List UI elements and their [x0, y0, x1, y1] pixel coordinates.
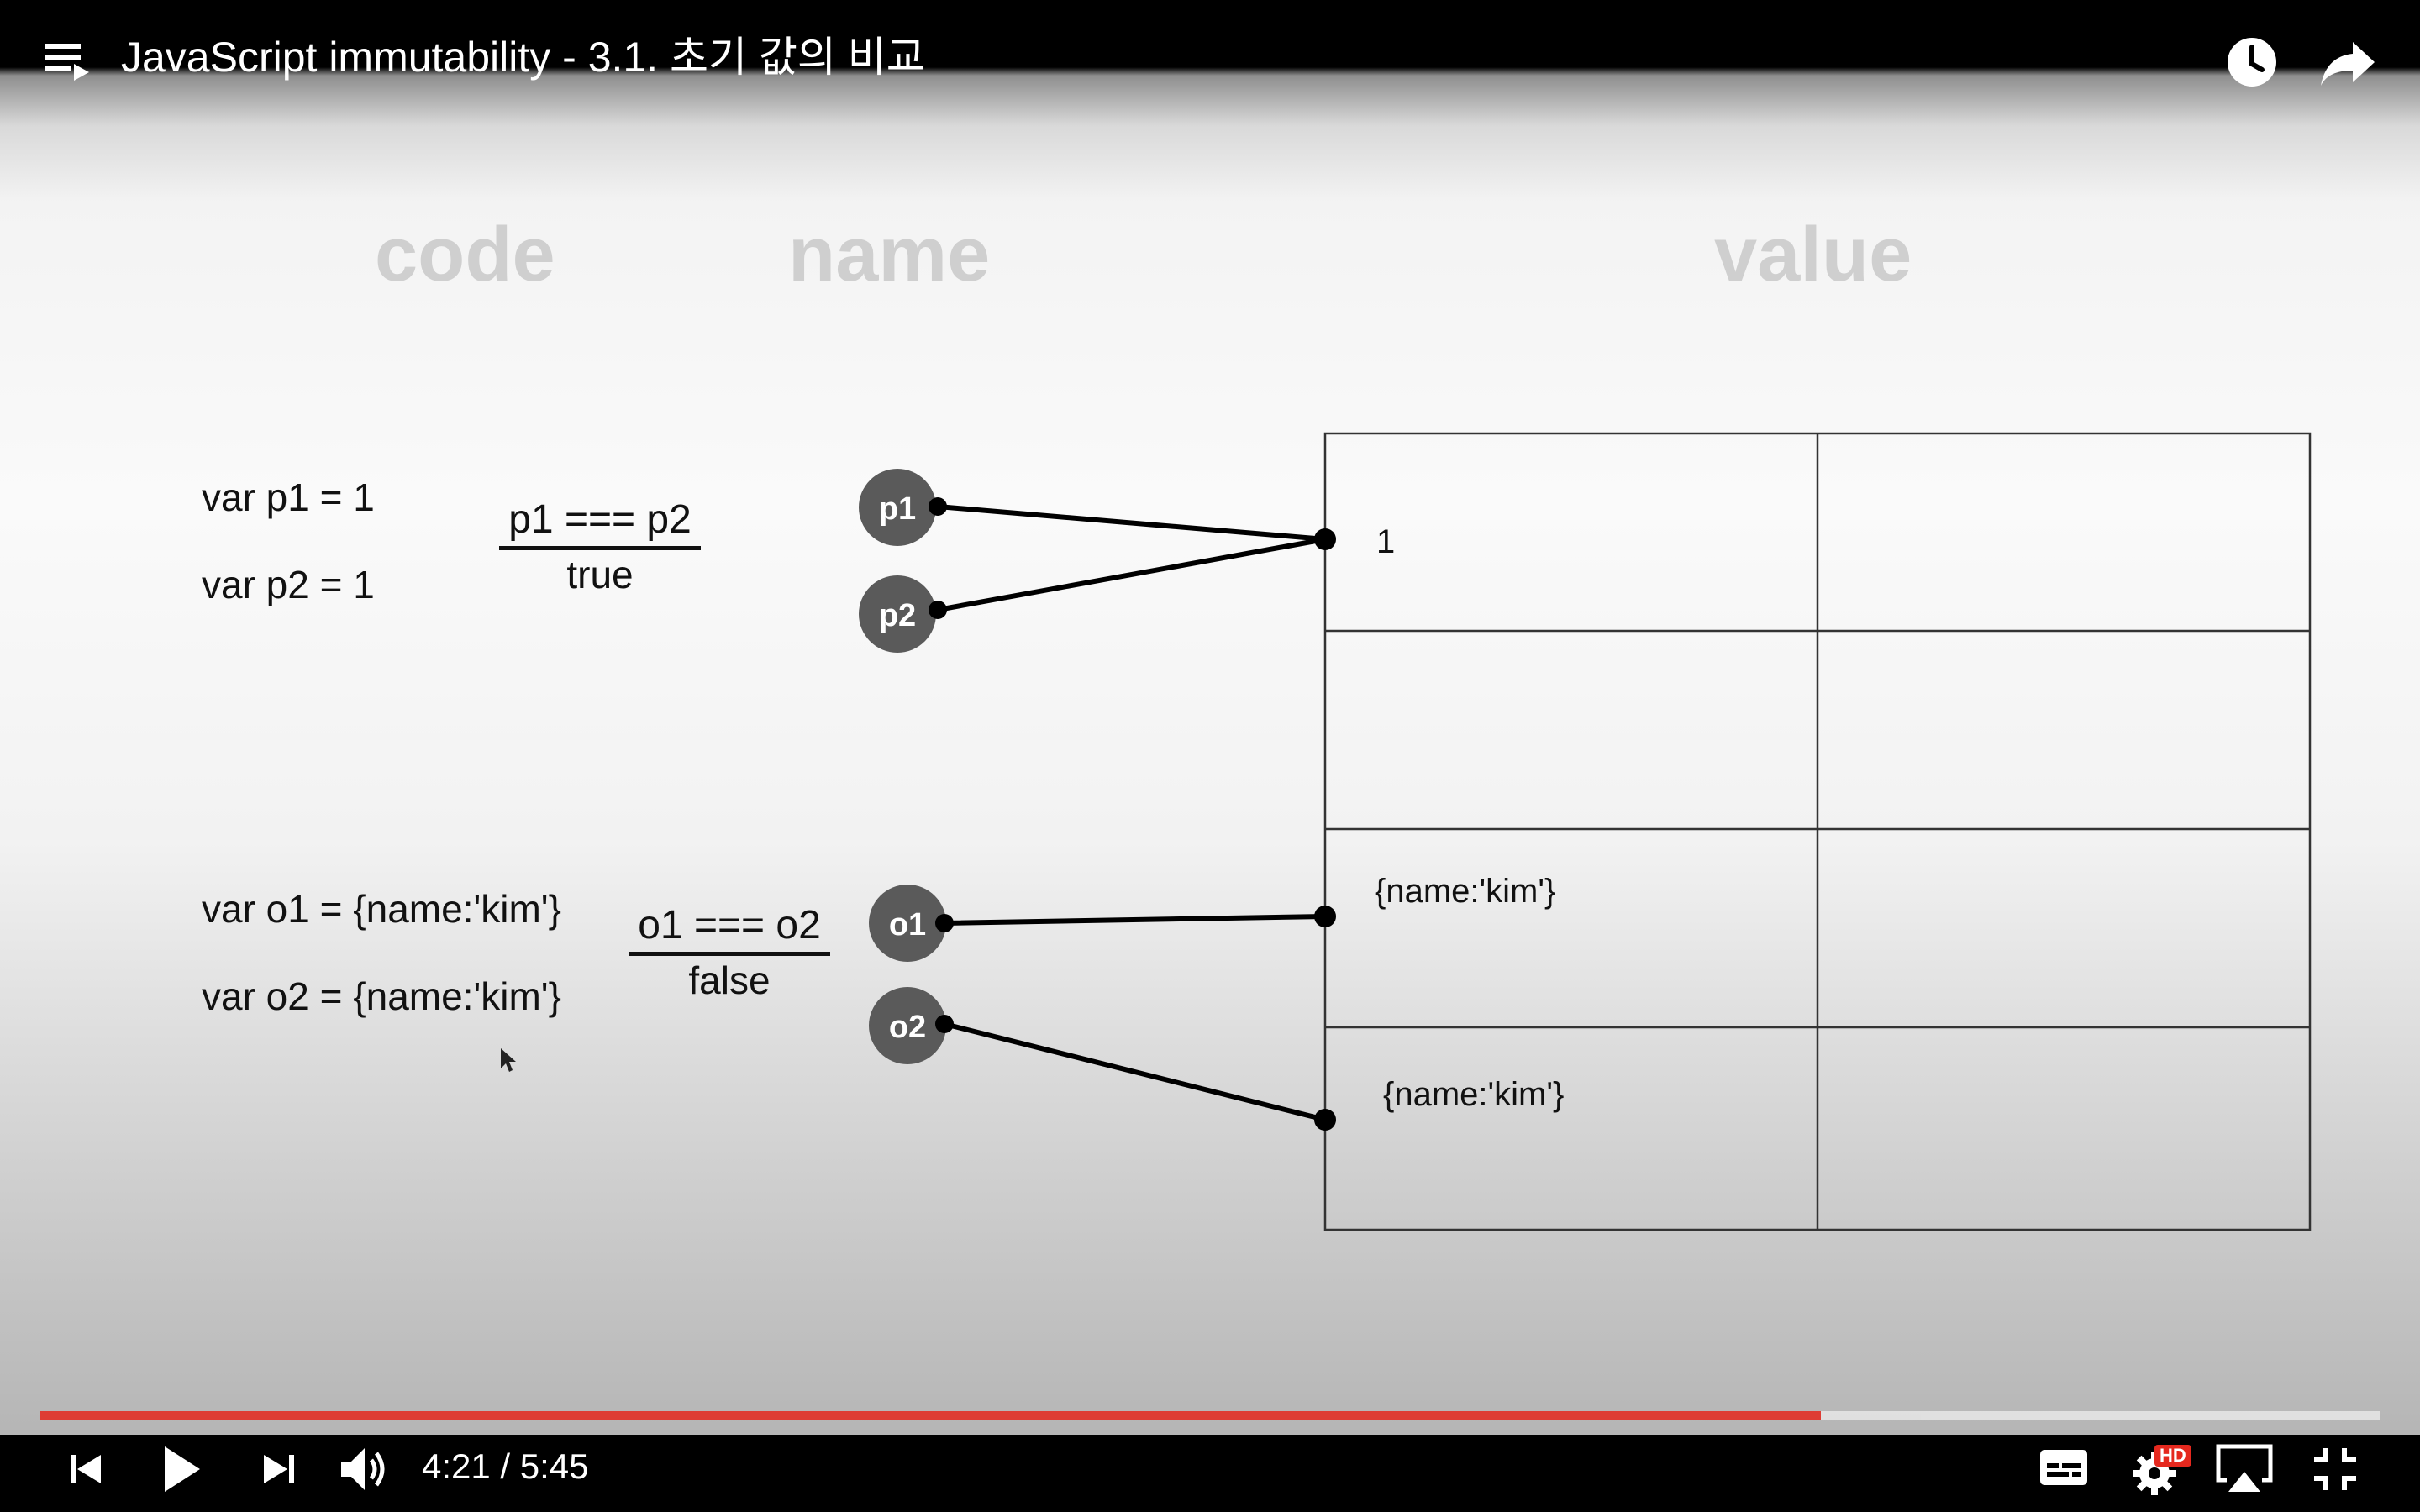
value-cell-primitive: 1	[1376, 523, 1396, 560]
header-value: value	[1714, 212, 1912, 297]
node-label-p2: p2	[879, 598, 916, 633]
o2-reference	[942, 1021, 1328, 1122]
skip-next-icon[interactable]	[259, 1450, 297, 1488]
reference-lines	[935, 504, 1328, 1122]
comparison-objects: o1 === o2 false	[629, 901, 830, 1005]
playlist-icon[interactable]	[45, 44, 96, 86]
code-o1: var o1 = {name:'kim'}	[202, 887, 561, 931]
value-cell-o1: {name:'kim'}	[1375, 873, 1556, 910]
node-label-o1: o1	[889, 907, 926, 942]
clock-icon[interactable]	[2225, 35, 2279, 89]
exit-fullscreen-icon[interactable]	[2312, 1446, 2358, 1492]
o1-reference	[942, 914, 1328, 926]
comparison-primitives: p1 === p2 true	[499, 496, 701, 599]
value-cell-o2: {name:'kim'}	[1383, 1076, 1565, 1113]
comparison-result: true	[566, 553, 634, 596]
share-arrow-icon[interactable]	[2319, 39, 2378, 89]
play-icon[interactable]	[161, 1445, 203, 1494]
node-p2	[859, 575, 936, 653]
node-label-o2: o2	[889, 1010, 926, 1045]
comparison-result: false	[688, 958, 771, 1002]
progress-bar[interactable]	[40, 1411, 2380, 1420]
code-o2: var o2 = {name:'kim'}	[202, 974, 561, 1018]
hd-badge: HD	[2154, 1445, 2191, 1467]
top-bar: JavaScript immutability - 3.1. 초기 값의 비교	[0, 0, 2420, 87]
airplay-icon[interactable]	[2215, 1443, 2274, 1495]
connector-dots	[929, 497, 1336, 1131]
mouse-cursor-icon	[501, 1048, 516, 1072]
node-label-p1: p1	[879, 491, 916, 527]
skip-previous-icon[interactable]	[67, 1450, 106, 1488]
name-nodes: p1 p2 o1 o2	[859, 469, 946, 1064]
code-p1: var p1 = 1	[202, 475, 375, 519]
header-code: code	[375, 212, 555, 297]
comparison-expression: o1 === o2	[629, 901, 830, 956]
value-table	[1323, 432, 2312, 1231]
code-p2: var p2 = 1	[202, 563, 375, 606]
video-title[interactable]: JavaScript immutability - 3.1. 초기 값의 비교	[121, 34, 925, 81]
p1-reference	[935, 504, 1328, 542]
node-p1	[859, 469, 936, 546]
progress-played	[40, 1411, 1821, 1420]
player-controls	[0, 1435, 2420, 1512]
p2-reference	[935, 537, 1328, 612]
comparison-expression: p1 === p2	[499, 496, 701, 550]
header-name: name	[788, 212, 991, 297]
node-o1	[869, 885, 946, 962]
subtitles-icon[interactable]	[2039, 1448, 2089, 1487]
volume-icon[interactable]	[339, 1445, 393, 1494]
time-display: 4:21 / 5:45	[422, 1446, 589, 1486]
node-o2	[869, 987, 946, 1064]
